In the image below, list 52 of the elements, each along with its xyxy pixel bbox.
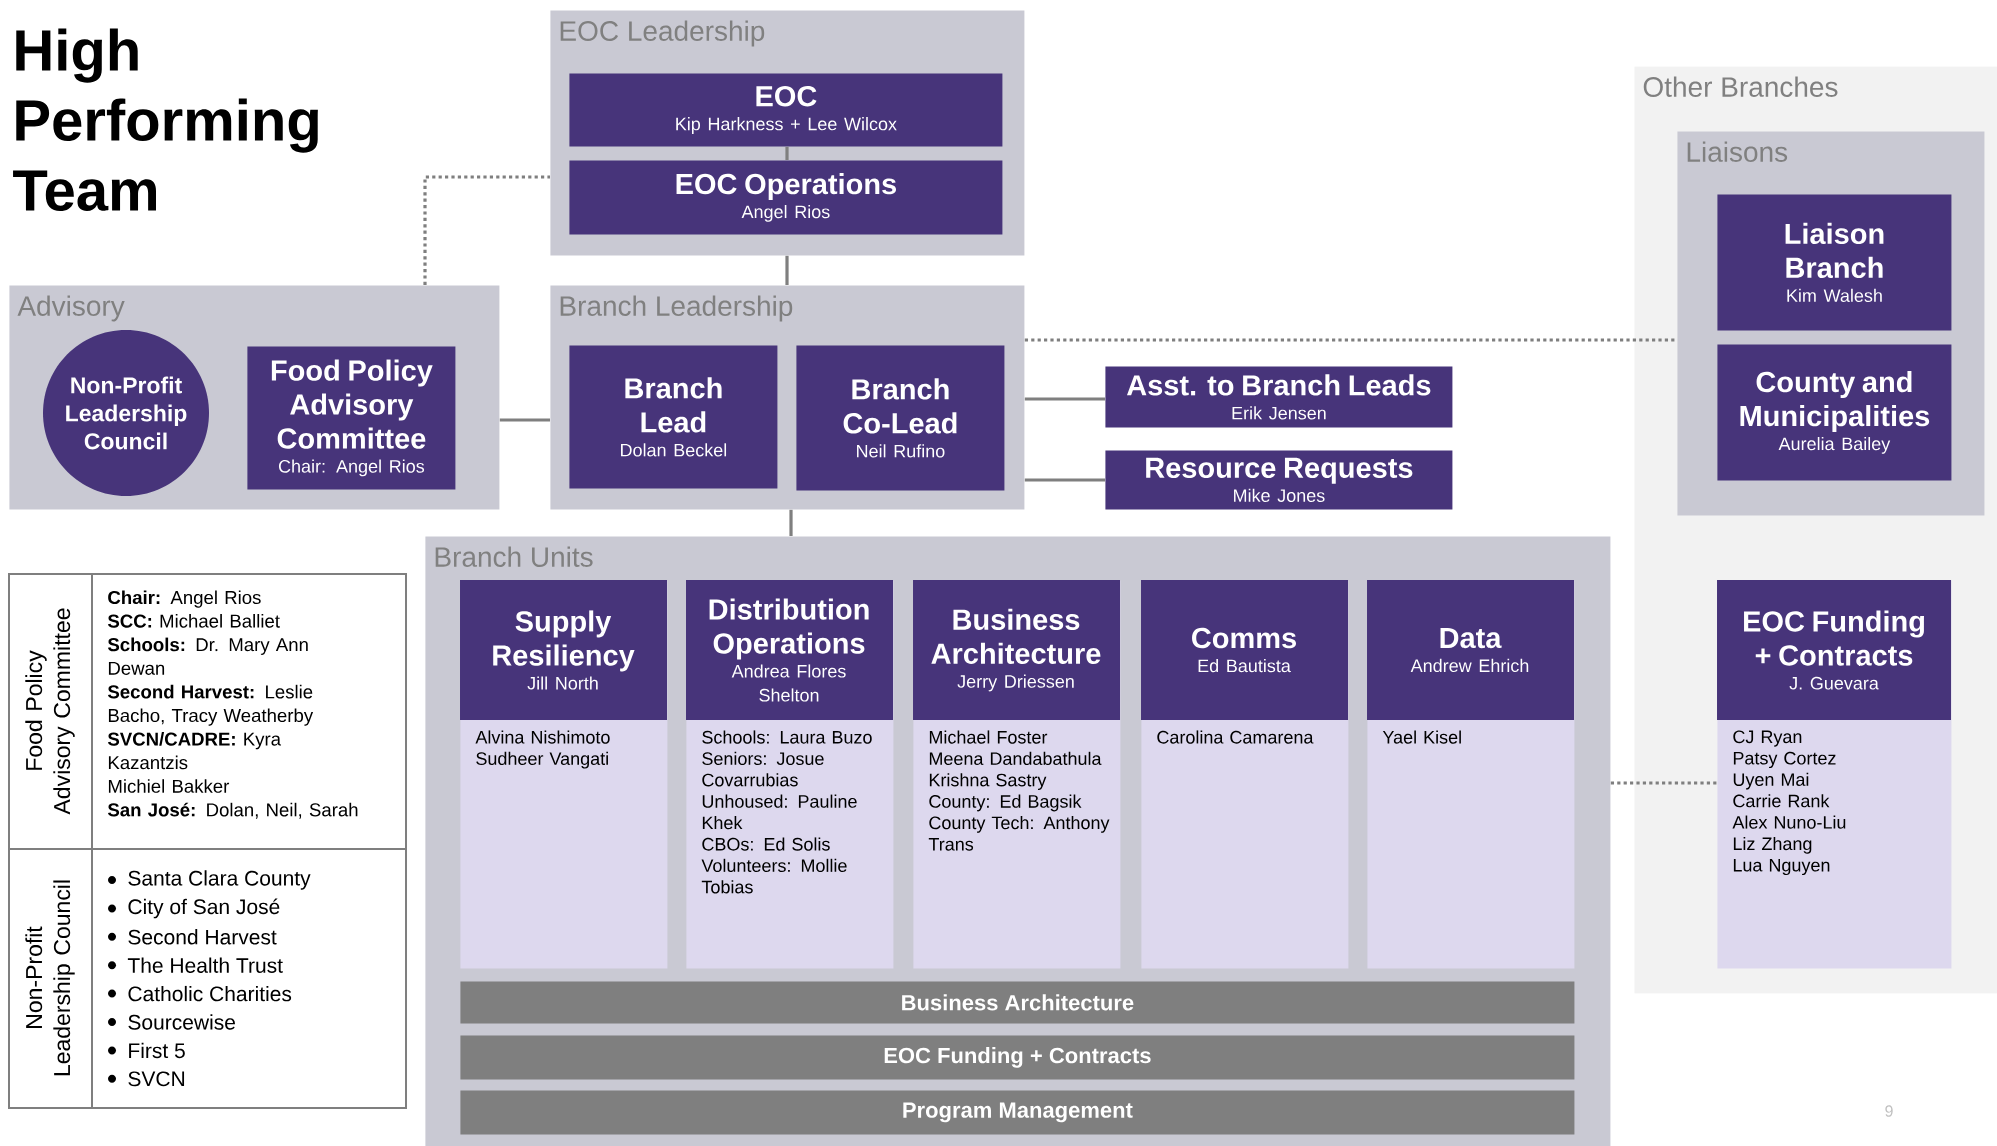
role-box: EOC Operations Angel Rios <box>569 160 1003 235</box>
connector-line <box>785 255 789 285</box>
team-column: EOC Funding + Contracts J. Guevara CJ Ryan Patsy Cortez Uyen Mai Carrie Rank Alex Nuno-Liu Liz Zhang Lua Nguyen <box>1717 580 1952 969</box>
list-item: Santa Clara County <box>108 870 311 890</box>
member-entry: SVCN/CADRE: Kyra Kazantzis <box>107 732 282 770</box>
member-entry: Second Harvest: Leslie Bacho, Tracy Weatherby <box>107 684 314 726</box>
team-column: Comms Ed Bautista Carolina Camarena <box>1141 580 1349 969</box>
row-heading: Food Policy Advisory Committee <box>25 608 75 815</box>
member-entry: San José: Dolan, Neil, Sarah <box>107 802 358 819</box>
team-column: Supply Resiliency Jill North Alvina Nishimoto Sudheer Vangati <box>460 580 668 969</box>
panel-heading: Liaisons <box>1687 141 1788 162</box>
role-box: Branch Lead Dolan Beckel <box>569 345 778 489</box>
member-entry: Chair: Angel Rios <box>108 590 261 608</box>
connector-line <box>789 509 793 536</box>
connector-line <box>499 418 550 422</box>
function-bar: Business Architecture <box>460 981 1575 1024</box>
dotted-connector <box>1610 781 1717 785</box>
panel-heading: Branch Units <box>435 546 593 567</box>
dotted-connector <box>1024 338 1677 342</box>
team-column: Data Andrew Ehrich Yael Kisel <box>1367 580 1575 969</box>
role-box: Liaison Branch Kim Walesh <box>1717 194 1952 331</box>
role-box: Branch Co-Lead Neil Rufino <box>796 345 1005 491</box>
role-box: Food Policy Advisory Committee Chair: Angel Rios <box>247 346 456 490</box>
member-entry: Michiel Bakker <box>108 779 230 793</box>
list-item: Catholic Charities <box>108 985 292 1002</box>
panel-heading: Advisory <box>17 295 125 322</box>
role-box: Asst. to Branch Leads Erik Jensen <box>1105 366 1453 428</box>
member-entry: Schools: Dr. Mary Ann Dewan <box>107 637 308 675</box>
role-box: Resource Requests Mike Jones <box>1105 450 1453 510</box>
panel-heading: Other Branches <box>1643 76 1838 97</box>
connector-line <box>1024 397 1105 401</box>
list-item: Sourcewise <box>108 1014 235 1030</box>
panel-heading: EOC Leadership <box>560 20 765 47</box>
team-column: Business Architecture Jerry Driessen Michael Foster Meena Dandabathula Krishna Sastry County: Ed Bagsik County Tech: Anthony Trans <box>913 580 1121 969</box>
page-title: High Performing Team <box>13 28 318 211</box>
list-item: City of San José <box>108 898 280 919</box>
function-bar: EOC Funding + Contracts <box>460 1035 1575 1080</box>
page-number: 9 <box>1885 1105 1893 1117</box>
panel-heading: Branch Leadership <box>560 295 793 322</box>
connector-line <box>1024 478 1105 482</box>
list-item: First 5 <box>108 1042 185 1059</box>
role-box: EOC Kip Harkness + Lee Wilcox <box>569 73 1003 147</box>
connector-line <box>785 146 789 160</box>
member-entry: SCC: Michael Balliet <box>107 614 280 628</box>
function-bar: Program Management <box>460 1090 1575 1135</box>
team-column: Distribution Operations Andrea Flores Shelton Schools: Laura Buzo Seniors: Josue Covarrubias Unhoused: Pauline Khek CBOs: Ed Solis Volunteers: Mollie Tobias <box>686 580 894 969</box>
role-box: County and Municipalities Aurelia Bailey <box>1717 344 1952 481</box>
list-item: The Health Trust <box>108 957 283 973</box>
dotted-connector <box>423 175 550 285</box>
list-item: SVCN <box>108 1071 185 1087</box>
list-item: Second Harvest <box>108 929 277 945</box>
row-heading: Non-Profit Leadership Council <box>25 880 75 1076</box>
